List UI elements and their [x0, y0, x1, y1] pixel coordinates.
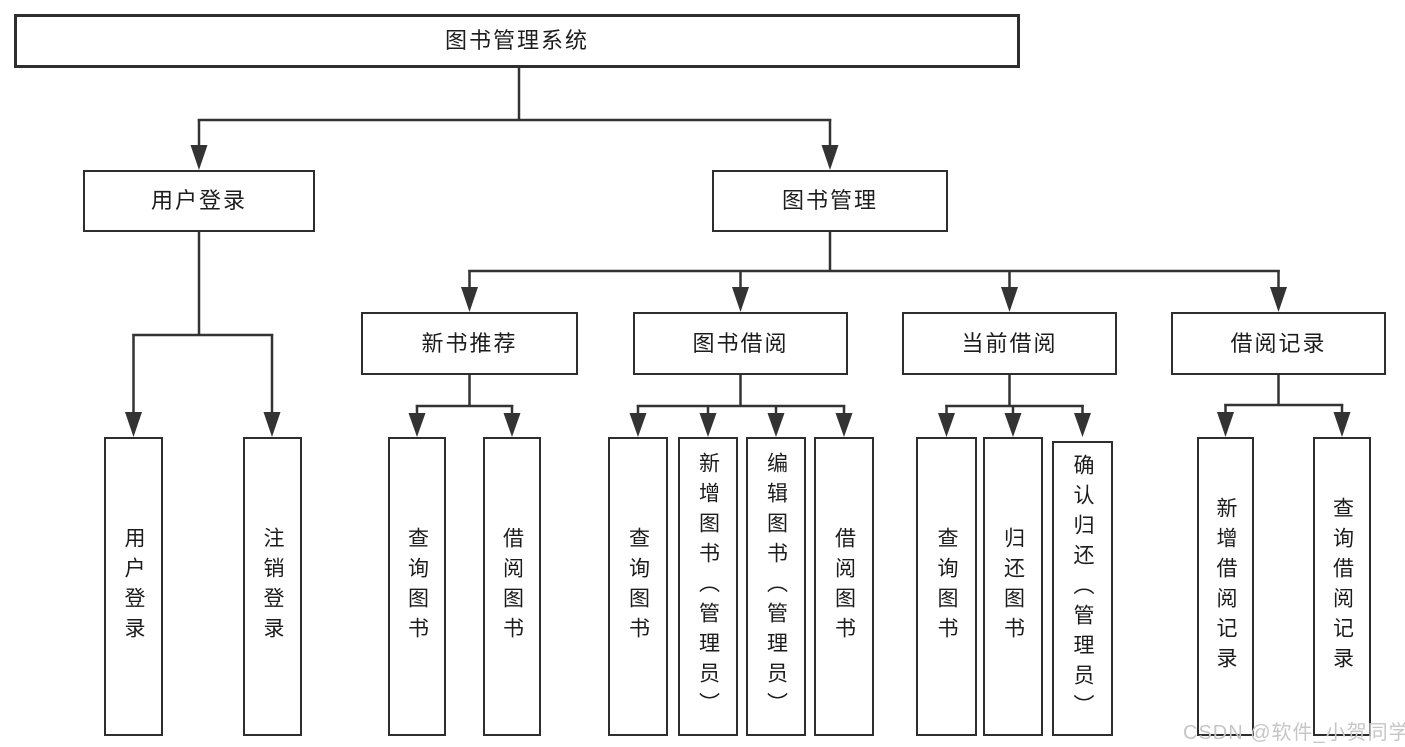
leaf-borrow-edit-books-admin-label: 编辑图书（管理员）: [764, 451, 788, 722]
node-root: 图书管理系统: [14, 14, 1020, 68]
connector-book-management-to-groups: [461, 232, 1287, 312]
leaf-borrow-add-books-admin: 新增图书（管理员）: [678, 437, 738, 736]
arrowhead: [629, 413, 647, 437]
connector-user-login-children: [125, 232, 281, 437]
leaf-borrow-query-books-label: 查询图书: [626, 526, 650, 647]
arrowhead: [125, 412, 142, 437]
arrowhead: [1217, 412, 1234, 437]
leaf-recommend-borrow-books: 借阅图书: [483, 437, 541, 736]
arrowhead: [835, 413, 853, 437]
connector-group-records: [1217, 375, 1351, 437]
leaf-user-login: 用户登录: [104, 437, 163, 736]
node-user-login: 用户登录: [83, 170, 315, 232]
leaf-borrow-edit-books-admin: 编辑图书（管理员）: [746, 437, 806, 736]
arrowhead: [503, 413, 521, 437]
leaf-current-query-books: 查询图书: [916, 437, 977, 736]
leaf-borrow-add-books-admin-label: 新增图书（管理员）: [696, 451, 720, 722]
leaf-user-login-label: 用户登录: [122, 526, 145, 647]
arrowhead: [1001, 287, 1018, 312]
node-root-label: 图书管理系统: [444, 28, 589, 53]
node-book-borrow-label: 图书借阅: [692, 330, 789, 356]
node-current-borrow-label: 当前借阅: [961, 330, 1058, 356]
leaf-current-return-books: 归还图书: [983, 437, 1043, 736]
leaf-current-confirm-return-admin-label: 确认归还（管理员）: [1071, 453, 1094, 724]
arrowhead: [190, 145, 208, 170]
leaf-borrow-query-books: 查询图书: [608, 437, 668, 736]
arrowhead: [699, 413, 717, 437]
node-book-management: 图书管理: [712, 170, 948, 232]
arrowhead: [263, 412, 281, 437]
node-borrow-records-label: 借阅记录: [1230, 330, 1327, 356]
leaf-records-query-borrow-record-label: 查询借阅记录: [1330, 496, 1354, 677]
leaf-logout-label: 注销登录: [261, 526, 284, 647]
node-book-borrow: 图书借阅: [633, 312, 848, 375]
arrowhead: [821, 145, 839, 170]
arrowhead: [408, 413, 426, 437]
node-new-book-recommend-label: 新书推荐: [421, 330, 518, 356]
arrowhead: [767, 413, 785, 437]
leaf-recommend-borrow-books-label: 借阅图书: [500, 526, 524, 647]
connector-group-borrow: [629, 375, 853, 437]
leaf-records-add-borrow-record-label: 新增借阅记录: [1214, 496, 1237, 677]
node-borrow-records: 借阅记录: [1171, 312, 1386, 375]
node-book-management-label: 图书管理: [781, 188, 878, 213]
leaf-current-query-books-label: 查询图书: [935, 526, 958, 647]
leaf-borrow-borrow-books: 借阅图书: [814, 437, 874, 736]
leaf-current-confirm-return-admin: 确认归还（管理员）: [1052, 441, 1113, 736]
watermark: CSDN @软件_小贺同学: [1183, 722, 1405, 744]
connector-group-current: [938, 375, 1091, 437]
arrowhead: [1074, 413, 1091, 437]
node-new-book-recommend: 新书推荐: [361, 312, 578, 375]
leaf-borrow-borrow-books-label: 借阅图书: [832, 526, 856, 647]
arrowhead: [1333, 412, 1351, 437]
leaf-recommend-query-books: 查询图书: [388, 437, 446, 736]
leaf-recommend-query-books-label: 查询图书: [405, 526, 429, 647]
connector-group-recommend: [408, 375, 521, 437]
arrowhead: [938, 413, 955, 437]
leaf-logout: 注销登录: [243, 437, 302, 736]
leaf-current-return-books-label: 归还图书: [1001, 526, 1025, 647]
node-current-borrow: 当前借阅: [902, 312, 1117, 375]
arrowhead: [732, 287, 749, 312]
leaf-records-add-borrow-record: 新增借阅记录: [1197, 437, 1254, 736]
arrowhead: [1004, 413, 1022, 437]
arrowhead: [1270, 287, 1287, 312]
arrowhead: [461, 287, 478, 312]
node-user-login-label: 用户登录: [150, 188, 247, 213]
connector-root-to-level2: [190, 68, 839, 170]
leaf-records-query-borrow-record: 查询借阅记录: [1313, 437, 1371, 736]
